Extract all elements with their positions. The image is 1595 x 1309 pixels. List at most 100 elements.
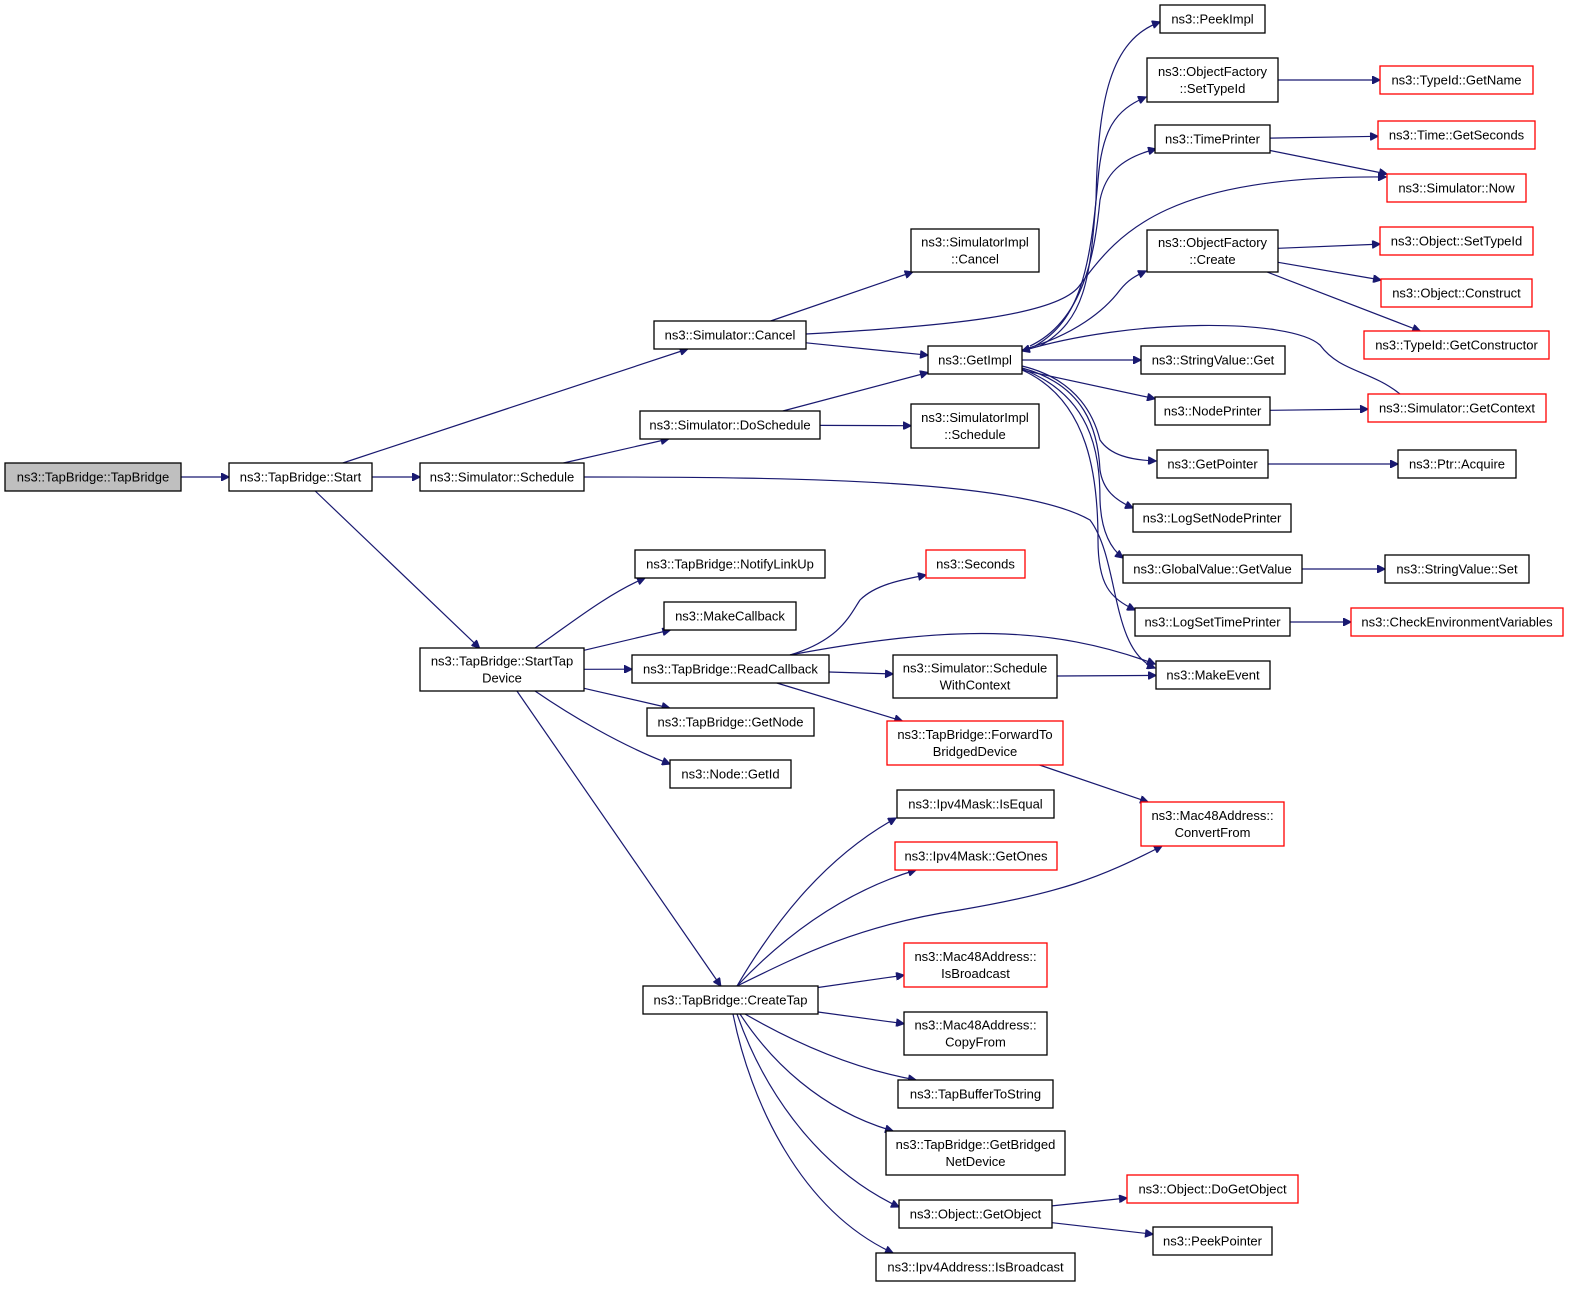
node-box[interactable] [1146,57,1279,103]
node-box[interactable] [1154,124,1271,154]
node-box[interactable] [669,759,792,789]
node-n40[interactable]: ns3::Ipv4Mask::IsEqual [896,789,1055,819]
node-n13[interactable]: ns3::StringValue::Get [1140,345,1286,375]
node-box[interactable] [228,462,373,492]
node-box[interactable] [910,403,1040,449]
node-n26[interactable]: ns3::Ptr::Acquire [1397,449,1517,479]
node-box[interactable] [1350,607,1564,637]
node-n31[interactable]: ns3::MakeCallback [663,601,797,631]
node-box[interactable] [642,985,819,1015]
node-n47[interactable]: ns3::Ipv4Address::IsBroadcast [875,1252,1076,1282]
node-box[interactable] [4,462,182,492]
node-box[interactable] [1379,226,1534,256]
node-n39[interactable]: ns3::Mac48Address::ConvertFrom [1140,801,1285,847]
node-box[interactable] [653,320,807,350]
node-n46[interactable]: ns3::Object::GetObject [898,1199,1053,1229]
node-box[interactable] [898,1199,1053,1229]
node-n33[interactable]: ns3::TapBridge::GetNode [646,707,815,737]
node-n32[interactable]: ns3::TapBridge::ReadCallback [631,654,830,684]
node-n43[interactable]: ns3::Mac48Address::CopyFrom [903,1011,1048,1056]
node-box[interactable] [634,549,826,579]
node-box[interactable] [1397,449,1517,479]
node-n20[interactable]: ns3::Time::GetSeconds [1377,120,1536,150]
node-n2[interactable]: ns3::Simulator::Cancel [653,320,807,350]
node-box[interactable] [419,462,585,492]
node-n10[interactable]: ns3::ObjectFactory::SetTypeId [1146,57,1279,103]
node-box[interactable] [639,410,821,440]
node-n8[interactable]: ns3::SimulatorImpl::Schedule [910,403,1040,449]
node-box[interactable] [1146,229,1279,273]
node-n17[interactable]: ns3::GlobalValue::GetValue [1122,554,1303,584]
node-box[interactable] [419,647,585,692]
node-n11[interactable]: ns3::TimePrinter [1154,124,1271,154]
node-box[interactable] [646,707,815,737]
node-box[interactable] [894,841,1058,871]
node-box[interactable] [1134,607,1291,637]
node-box[interactable] [897,1079,1054,1109]
node-box[interactable] [1386,173,1527,203]
node-box[interactable] [1152,1226,1273,1256]
node-box[interactable] [1155,660,1271,690]
node-n23[interactable]: ns3::Object::Construct [1380,278,1533,308]
node-box[interactable] [1140,345,1286,375]
node-n25[interactable]: ns3::Simulator::GetContext [1367,393,1547,423]
node-box[interactable] [885,1130,1066,1176]
node-n15[interactable]: ns3::GetPointer [1156,449,1269,479]
node-box[interactable] [892,654,1058,699]
node-n14[interactable]: ns3::NodePrinter [1154,396,1271,426]
node-box[interactable] [1377,120,1536,150]
node-n18[interactable]: ns3::LogSetTimePrinter [1134,607,1291,637]
node-n5[interactable]: ns3::SimulatorImpl::Cancel [910,228,1040,273]
node-box[interactable] [1159,4,1266,34]
node-box[interactable] [910,228,1040,273]
node-n35[interactable]: ns3::TapBridge::CreateTap [642,985,819,1015]
node-n42[interactable]: ns3::Mac48Address::IsBroadcast [903,942,1048,988]
node-box[interactable] [886,720,1064,766]
node-n48[interactable]: ns3::Object::DoGetObject [1126,1174,1299,1204]
node-n16[interactable]: ns3::LogSetNodePrinter [1132,503,1292,533]
node-n21[interactable]: ns3::Simulator::Now [1386,173,1527,203]
node-n29[interactable]: ns3::MakeEvent [1155,660,1271,690]
node-n34[interactable]: ns3::Node::GetId [669,759,792,789]
node-box[interactable] [631,654,830,684]
node-n41[interactable]: ns3::Ipv4Mask::GetOnes [894,841,1058,871]
node-box[interactable] [1380,278,1533,308]
node-n49[interactable]: ns3::PeekPointer [1152,1226,1273,1256]
node-n0[interactable]: ns3::TapBridge::TapBridge [4,462,182,492]
node-n24[interactable]: ns3::TypeId::GetConstructor [1363,330,1550,360]
node-box[interactable] [1379,65,1534,95]
node-n44[interactable]: ns3::TapBufferToString [897,1079,1054,1109]
node-box[interactable] [925,549,1026,579]
node-n1[interactable]: ns3::TapBridge::Start [228,462,373,492]
node-box[interactable] [875,1252,1076,1282]
node-n19[interactable]: ns3::TypeId::GetName [1379,65,1534,95]
node-n22[interactable]: ns3::Object::SetTypeId [1379,226,1534,256]
node-box[interactable] [927,345,1023,375]
node-box[interactable] [1140,801,1285,847]
node-box[interactable] [1126,1174,1299,1204]
node-box[interactable] [1156,449,1269,479]
node-box[interactable] [1122,554,1303,584]
node-box[interactable] [903,942,1048,988]
node-n36[interactable]: ns3::Seconds [925,549,1026,579]
node-n6[interactable]: ns3::GetImpl [927,345,1023,375]
node-n27[interactable]: ns3::StringValue::Set [1384,554,1530,584]
node-n30[interactable]: ns3::TapBridge::NotifyLinkUp [634,549,826,579]
node-n7[interactable]: ns3::Simulator::DoSchedule [639,410,821,440]
node-n9[interactable]: ns3::PeekImpl [1159,4,1266,34]
node-box[interactable] [1132,503,1292,533]
node-n3[interactable]: ns3::Simulator::Schedule [419,462,585,492]
node-box[interactable] [1384,554,1530,584]
node-box[interactable] [1154,396,1271,426]
node-n12[interactable]: ns3::ObjectFactory::Create [1146,229,1279,273]
node-box[interactable] [903,1011,1048,1056]
node-box[interactable] [1363,330,1550,360]
node-box[interactable] [1367,393,1547,423]
node-n28[interactable]: ns3::CheckEnvironmentVariables [1350,607,1564,637]
node-box[interactable] [663,601,797,631]
node-box[interactable] [896,789,1055,819]
